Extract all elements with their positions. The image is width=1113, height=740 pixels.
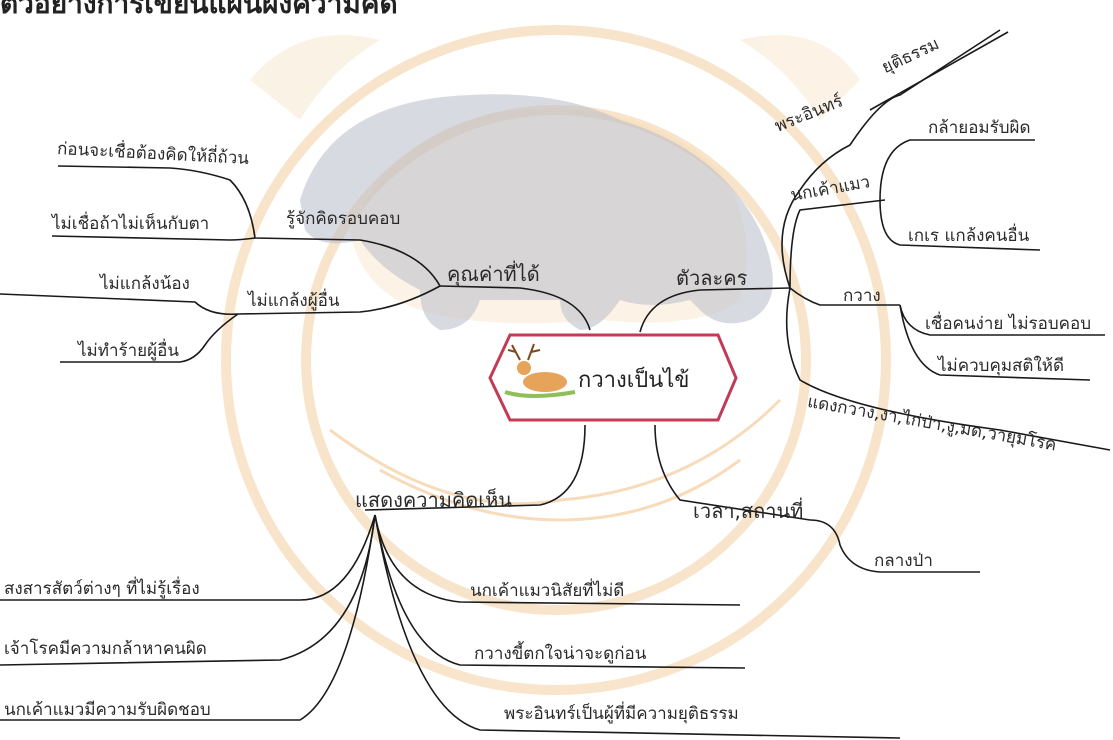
- branch-bully-1: ไม่แกล้งน้อง: [100, 274, 190, 294]
- deer-icon: [504, 343, 576, 398]
- link-owl-1: [879, 139, 1035, 201]
- link-op-3: [0, 514, 376, 721]
- link-center-opinion: [364, 424, 586, 511]
- link-op-1: [0, 514, 376, 601]
- branch-think: รู้จักคิดรอบคอบ: [286, 209, 401, 229]
- link-value-bully: [0, 285, 441, 316]
- link-place-1: [809, 519, 980, 573]
- branch-op-4: นกเค้าแมวนิสัยที่ไม่ดี: [470, 581, 625, 601]
- link-center-value: [439, 285, 591, 331]
- link-value-think: [57, 165, 441, 287]
- link-op-6: [374, 514, 901, 739]
- branch-bully-2: ไม่ทำร้ายผู้อื่น: [78, 341, 179, 361]
- link-owl-2: [879, 199, 1041, 251]
- branch-op-5: กวางขี้ตกใจน่าจะดูก่อน: [474, 644, 647, 664]
- branch-op-2: เจ้าโรคมีความกล้าหาคนผิด: [4, 639, 207, 659]
- link-chars-others: [785, 287, 1111, 451]
- branch-op-6: พระอินทร์เป็นผู้ที่มีความยุติธรรม: [504, 704, 739, 724]
- page-title: ตัวอย่างการเขียนแผนผังความคิด: [0, 0, 398, 20]
- link-center-place: [654, 424, 811, 521]
- link-op-4: [374, 514, 741, 606]
- elephant-watermark: [300, 94, 773, 331]
- link-think-2: [51, 235, 256, 241]
- branch-deer: กวาง: [843, 286, 881, 306]
- branch-value: คุณค่าที่ได้: [447, 262, 540, 286]
- branch-owl-1: กล้ายอมรับผิด: [928, 118, 1031, 138]
- branch-deer-2: ไม่ควบคุมสติให้ดี: [938, 356, 1065, 376]
- branch-opinion: แสดงความคิดเห็น: [355, 488, 512, 512]
- link-deer-2: [899, 304, 1091, 381]
- link-bully-2: [60, 313, 239, 363]
- link-chars-deer: [789, 287, 900, 306]
- link-center-chars: [639, 287, 791, 333]
- branch-place-1: กลางป่า: [874, 551, 933, 571]
- branch-think-2: ไม่เชื่อถ้าไม่เห็นกับตา: [52, 214, 210, 234]
- link-indra-1: [869, 31, 1009, 111]
- branch-op-3: นกเค้าแมวมีความรับผิดชอบ: [4, 700, 211, 720]
- branch-owl-2: เกเร แกล้งคนอื่น: [908, 226, 1030, 246]
- branch-place: เวลา,สถานที่: [693, 499, 804, 523]
- link-chars-indra: [781, 29, 1001, 289]
- center-frame: [488, 333, 738, 422]
- center-label: กวางเป็นไข้: [578, 368, 690, 393]
- branch-bully: ไม่แกล้งผู้อื่น: [248, 291, 340, 311]
- link-chars-owl: [789, 199, 886, 289]
- branch-deer-1: เชื่อคนง่าย ไม่รอบคอบ: [925, 314, 1092, 334]
- branch-chars: ตัวละคร: [676, 266, 748, 290]
- branch-op-1: สงสารสัตว์ต่างๆ ที่ไม่รู้เรื่อง: [4, 579, 200, 599]
